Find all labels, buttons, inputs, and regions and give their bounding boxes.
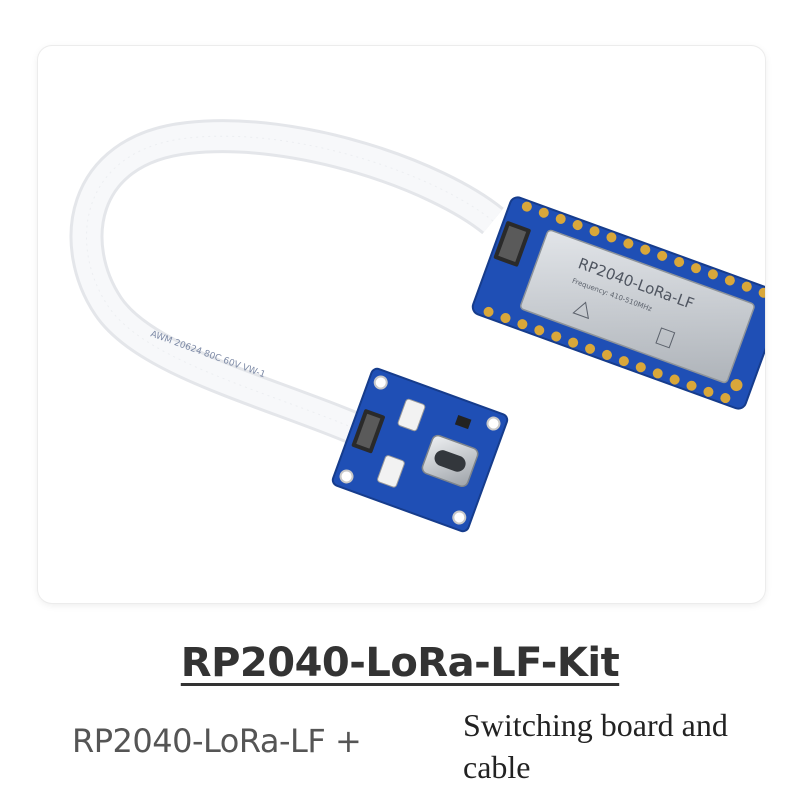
pin-pads-top: [521, 201, 765, 298]
pin-pads-bottom: [483, 306, 731, 404]
antenna-pad: [730, 379, 743, 392]
switching-board: [331, 367, 509, 533]
certification-marks: [572, 301, 676, 349]
rf-shield: [520, 229, 755, 384]
product-photo: AWM 20624 80C 60V VW-1: [38, 46, 765, 603]
button-top: [397, 398, 426, 432]
rp2040-lora-board: RP2040-LoRa-LF Frequency: 410-510MHz: [471, 196, 765, 410]
button-bottom: [377, 455, 405, 488]
subtitle-extra: Switching board and cable: [463, 707, 728, 785]
product-illustration: AWM 20624 80C 60V VW-1: [69, 119, 765, 533]
small-chip: [454, 414, 472, 430]
product-title: RP2040-LoRa-LF-Kit: [0, 640, 800, 686]
mounting-holes: [339, 375, 501, 525]
subtitle-main: RP2040-LoRa-LF +: [72, 722, 362, 760]
product-title-text: RP2040-LoRa-LF-Kit: [180, 640, 620, 686]
